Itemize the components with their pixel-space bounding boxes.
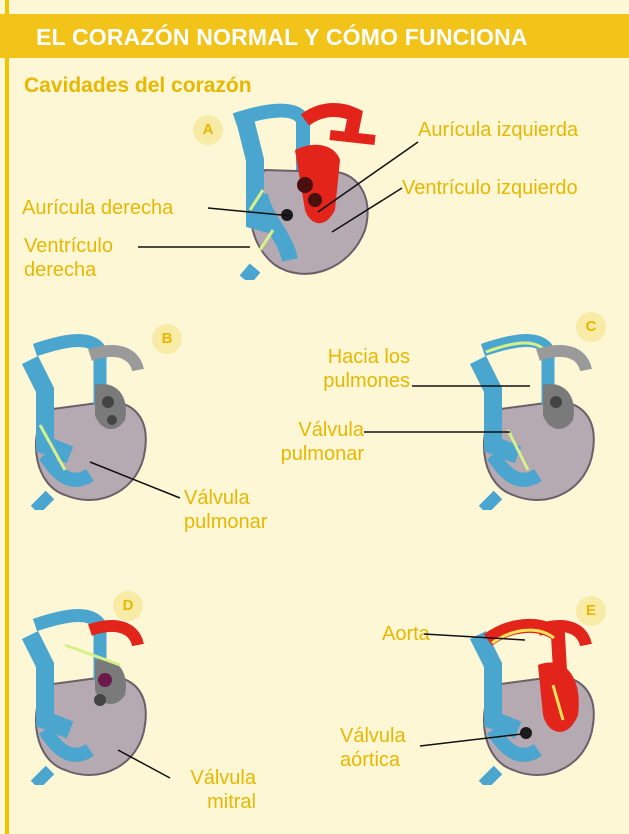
leader-aortic-valve (420, 734, 522, 746)
leader-mitral-valve (118, 750, 170, 778)
leader-right-atrium (208, 208, 292, 216)
leader-pulmonary-valve-b (90, 462, 180, 498)
leader-aorta (424, 634, 525, 640)
leader-left-atrium (318, 142, 418, 212)
